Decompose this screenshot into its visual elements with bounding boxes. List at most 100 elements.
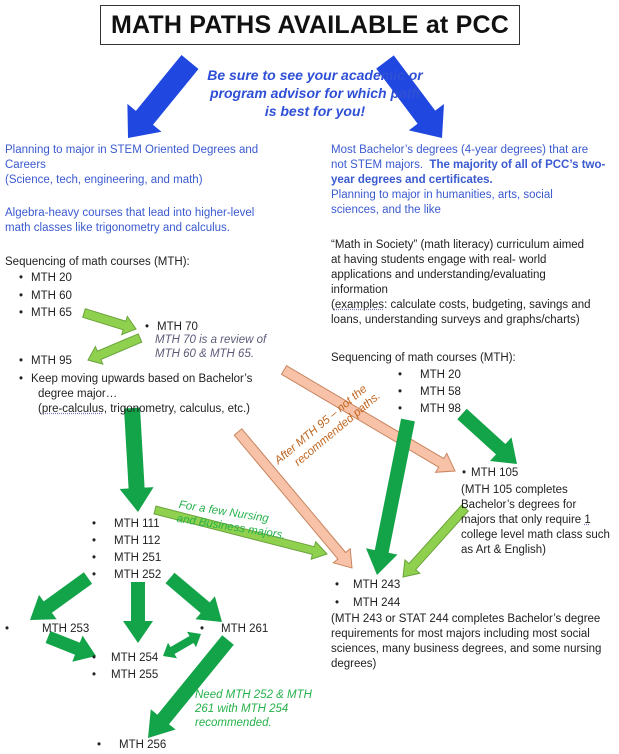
bullet: • [19,307,24,319]
course-label: MTH 20 [31,272,72,284]
bullet: • [92,569,97,581]
arrow-95-to-243-icon [233,428,353,569]
note-line: Need MTH 252 & MTH [195,689,312,701]
bullet: • [19,290,24,302]
stem-intro: Planning to major in STEM Oriented Degre… [5,143,305,188]
arrow-261-to-256-icon [148,635,234,738]
note-line: as Art & English) [461,544,547,556]
keep-moving-line: Keep moving upwards based on Bachelor’s [31,373,253,385]
bullet: • [398,369,403,381]
precalc-open: ( [38,403,42,415]
advisor-note-line: is best for you! [264,103,366,119]
bullet: • [97,739,102,751]
course-label: MTH 65 [31,307,72,319]
course-label: MTH 253 [42,623,90,635]
society-line: at having students engage with real- wor… [331,254,547,266]
course-mth-261: • MTH 261 [200,622,268,637]
course-mth-253: • MTH 253 [5,622,89,637]
nonstem-bold: The majority of all of PCC’s two- [429,159,606,171]
course-label: MTH 105 [471,467,519,479]
note-line: requirements for most majors including m… [331,628,590,640]
precalc-rest: , trigonometry, calculus, etc.) [103,403,250,415]
arrow-254-261-double-icon [163,631,201,659]
course-mth-251: • MTH 251 [92,551,161,566]
bullet: • [398,403,403,415]
blue-arrow-right-icon [376,55,444,138]
course-label: MTH 58 [420,386,461,398]
final-note: (MTH 243 or STAT 244 completes Bachelor’… [331,612,619,672]
arrow-98-to-243-icon [366,418,415,575]
course-mth-252: • MTH 252 [92,568,161,583]
keep-moving-item: • Keep moving upwards based on Bachelor’s… [19,372,252,417]
note-line: majors that only require 1 [461,513,619,528]
course-mth-244: •MTH 244 [335,596,400,611]
arrow-252-to-254-icon [123,582,153,643]
keep-moving-line: degree major… [38,388,118,400]
bullet: • [92,535,97,547]
nonstem-seq-heading: Sequencing of math courses (MTH): [331,352,516,364]
mth105-note: (MTH 105 completes Bachelor’s degrees fo… [461,483,619,558]
nonstem-intro-line: Planning to major in humanities, arts, s… [331,189,553,201]
examples-word: examples [334,299,385,311]
course-label: MTH 261 [221,623,269,635]
course-mth-254: • MTH 254 [92,651,158,666]
bullet: • [19,373,24,385]
title-box: MATH PATHS AVAILABLE at PCC [100,5,520,45]
course-label: MTH 243 [353,579,401,591]
advisor-note-line: program advisor for which path [209,85,421,101]
need-mth252-note: Need MTH 252 & MTH 261 with MTH 254 reco… [195,688,312,730]
course-mth-256: •MTH 256 [97,738,166,753]
bullet: • [335,597,340,609]
math-in-society: “Math in Society” (math literacy) curric… [331,238,617,328]
course-label: MTH 60 [31,290,72,302]
precalc-line: (pre-calculus, trigonometry, calculus, e… [19,402,252,417]
course-mth-65: • MTH 65 [19,306,72,321]
course-mth-95: •MTH 95 [19,354,72,369]
stem-intro-line: Careers [5,159,46,171]
bullet: • [92,652,97,664]
course-mth-243: • MTH 243 [335,578,400,593]
note-line: (MTH 243 or STAT 244 completes Bachelor’… [331,613,601,625]
arrow-105-to-243-icon [402,504,470,578]
stem-seq-heading: Sequencing of math courses (MTH): [5,256,190,268]
bullet: • [92,669,97,681]
examples-open: ( [331,299,335,311]
course-label: MTH 251 [114,552,162,564]
precalc-word: pre-calculus [41,403,104,415]
algebra-note-line: math classes like trigonometry and calcu… [5,222,230,234]
course-mth-20-right: • MTH 20 [398,368,461,383]
stem-intro-line: Planning to major in STEM Oriented Degre… [5,144,259,156]
bullet: • [200,623,205,635]
society-line: information [331,284,388,296]
course-label: MTH 98 [420,403,461,415]
arrow-to-mth111-icon [119,407,154,512]
note-line: sciences, many business degrees, and som… [331,643,602,655]
blue-arrow-left-icon [127,55,199,138]
note-line: degrees) [331,658,377,670]
arrow-252-to-261-icon [165,572,222,622]
society-line: “Math in Society” (math literacy) curric… [331,239,585,251]
arrow-70-to-95-icon [87,333,143,365]
nonstem-intro-line: Most Bachelor’s degrees (4-year degrees)… [331,144,589,156]
bullet: • [92,518,97,530]
course-label: MTH 254 [111,652,159,664]
note-line: MTH 60 & MTH 65. [155,348,255,360]
arrow-65-to-70-icon [82,308,137,336]
arrow-98-to-105-icon [457,408,517,464]
course-label: MTH 20 [420,369,461,381]
algebra-note: Algebra-heavy courses that lead into hig… [5,206,305,236]
society-line: applications and understanding/evaluatin… [331,269,546,281]
bullet: • [335,579,340,591]
course-label: MTH 252 [114,569,162,581]
mth70-review-note: MTH 70 is a review of MTH 60 & MTH 65. [155,333,266,361]
bullet: • [145,321,150,333]
course-label: MTH 112 [114,535,161,547]
course-label: MTH 255 [111,669,159,681]
bullet: • [5,623,10,635]
course-mth-60: • MTH 60 [19,289,72,304]
note-line: recommended. [195,717,272,729]
stem-intro-line: (Science, tech, engineering, and math) [5,174,203,186]
course-mth-105: •MTH 105 [462,466,518,481]
bullet: • [92,552,97,564]
